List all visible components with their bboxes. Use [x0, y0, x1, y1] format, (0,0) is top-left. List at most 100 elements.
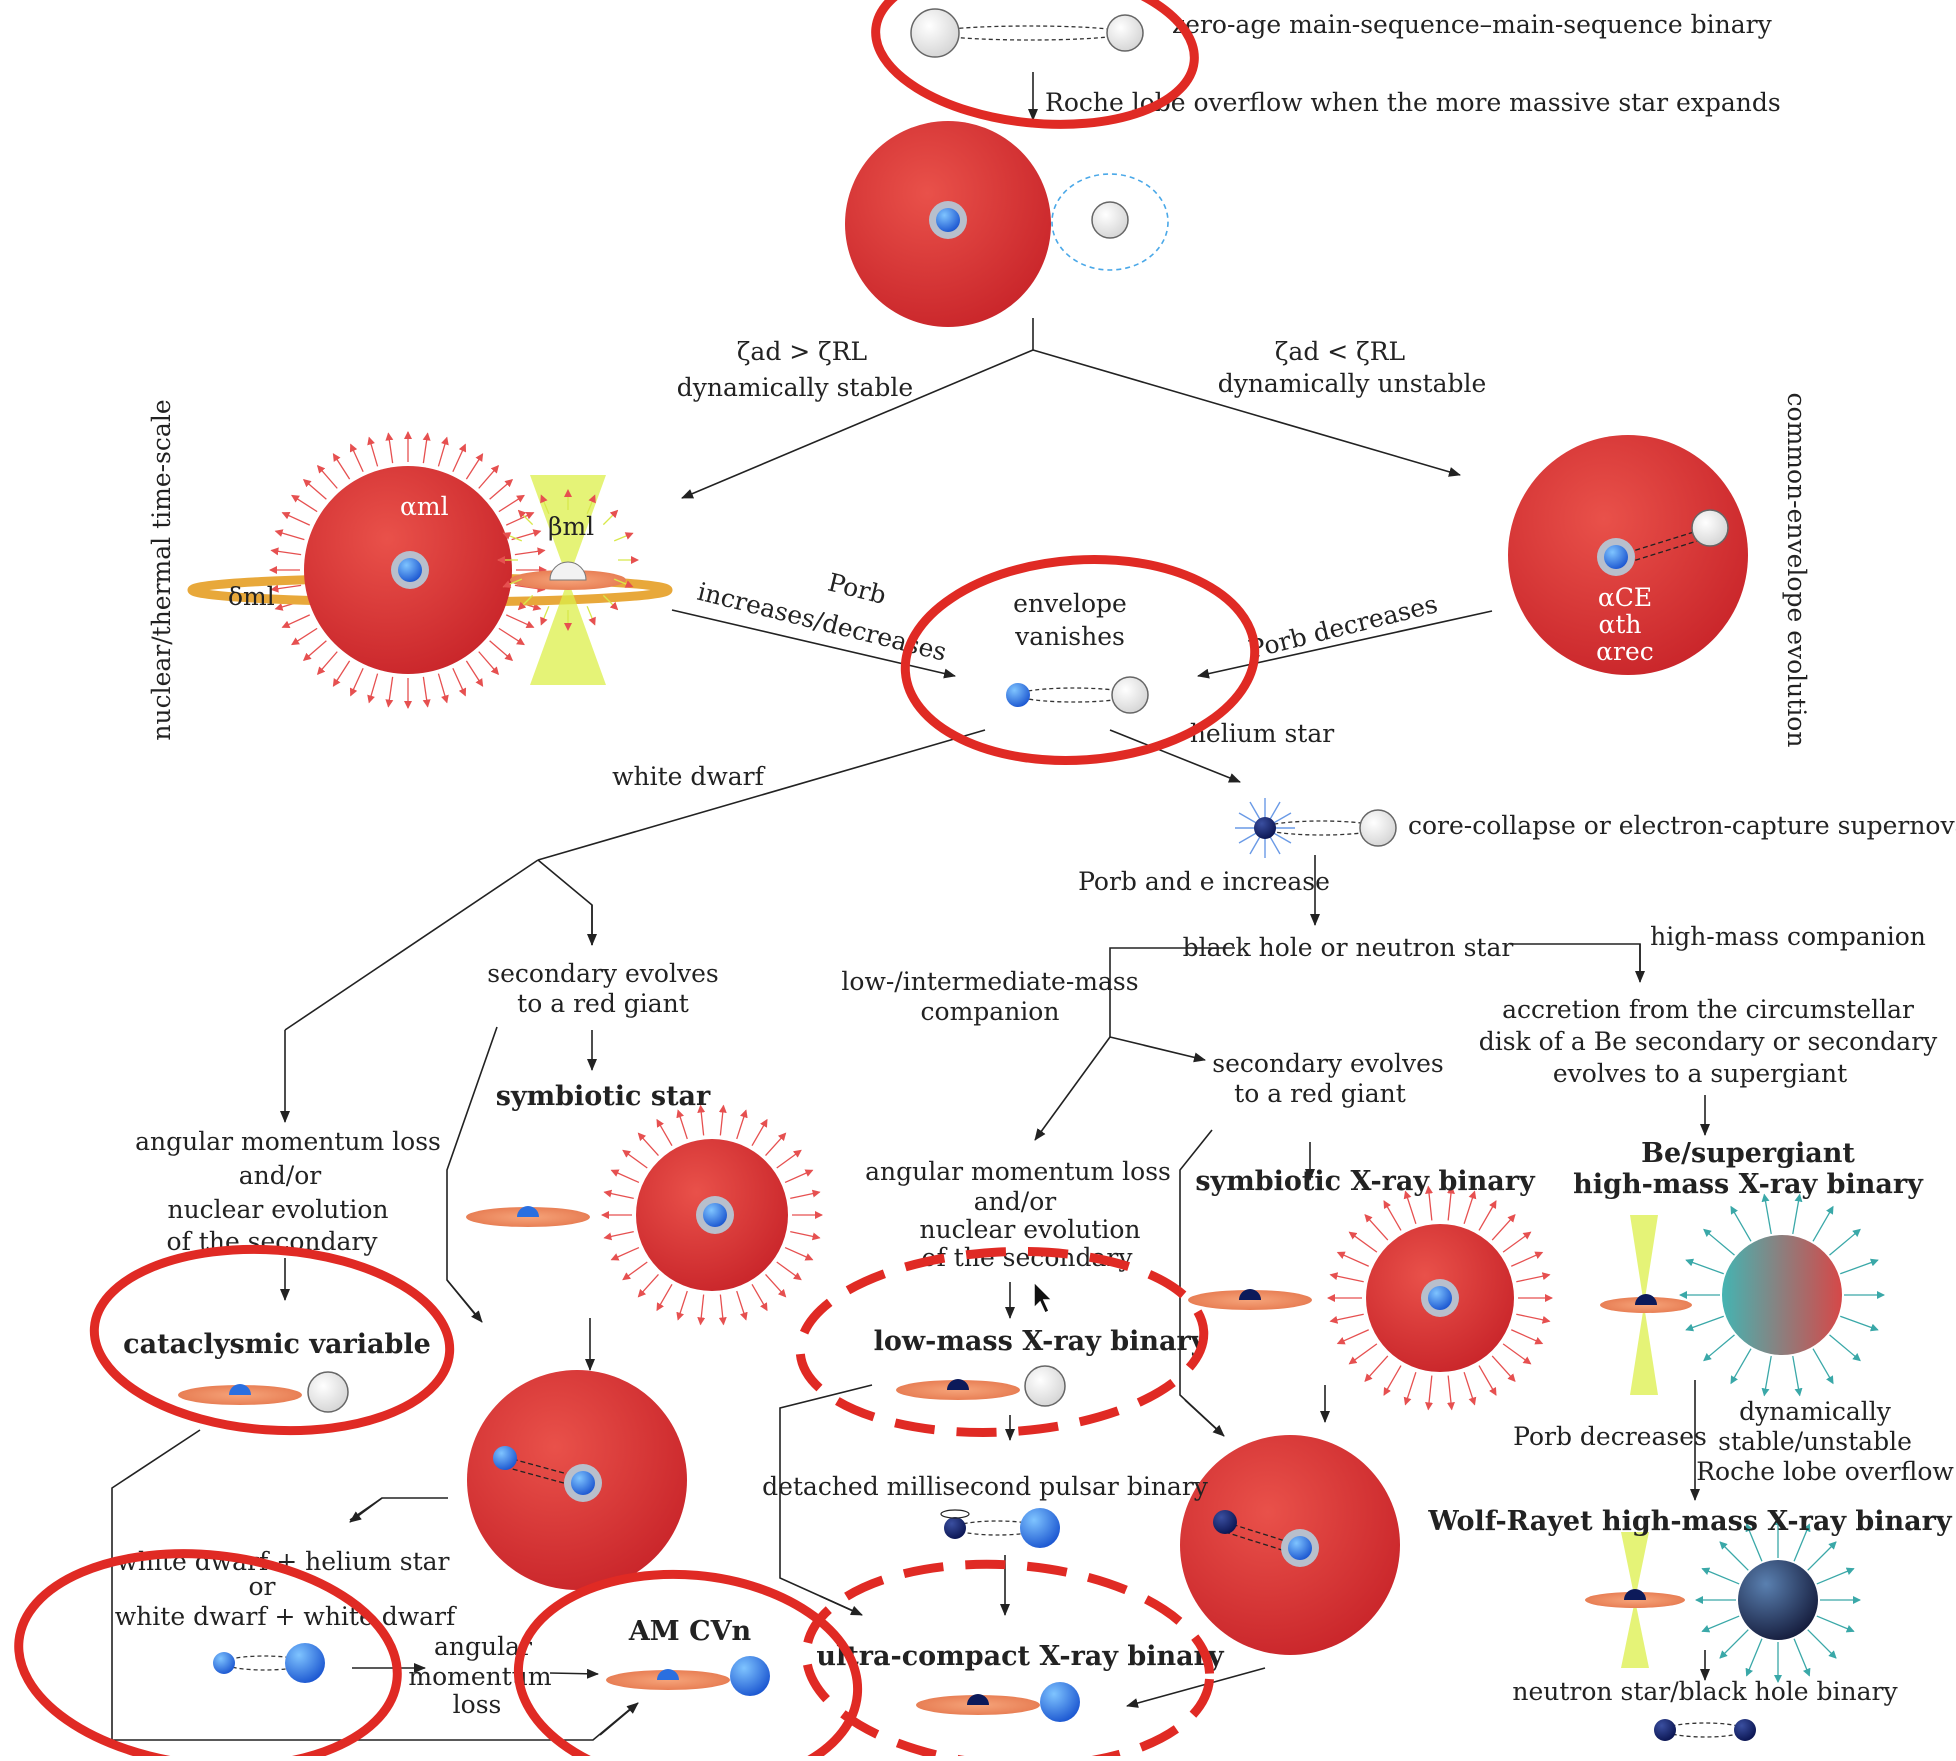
accretor-icon	[1624, 1589, 1646, 1600]
wind-arrow-icon	[622, 1261, 648, 1281]
wind-arrow-icon	[1685, 1315, 1724, 1332]
label-ns-bh-binary: neutron star/black hole binary	[1512, 1677, 1898, 1706]
jet-cone-icon	[1621, 1532, 1649, 1600]
white-dwarf-icon	[1020, 1508, 1060, 1548]
label-zams: zero-age main-sequence–main-sequence bin…	[1172, 10, 1773, 39]
orbit-path	[1224, 1531, 1299, 1556]
label-lmxb: low-mass X-ray binary	[874, 1326, 1208, 1357]
label-dynamically-stable: dynamically stable	[677, 373, 913, 402]
wind-arrow-icon	[1703, 1228, 1735, 1256]
label-companion: companion	[921, 997, 1060, 1026]
wind-arrow-icon	[784, 1169, 814, 1184]
wind-arrow-icon	[697, 1104, 706, 1136]
wind-arrow-icon	[367, 673, 379, 704]
wind-arrow-icon	[718, 1104, 727, 1136]
wind-arrow-icon	[1812, 1205, 1834, 1242]
wind-arrow-icon	[718, 1294, 727, 1326]
wind-arrow-icon	[452, 667, 467, 697]
wind-arrow-icon	[332, 660, 351, 687]
donor-companion-icon	[549, 561, 587, 581]
accretor-icon	[517, 1206, 539, 1217]
label-symbiotic-xrb: symbiotic X-ray binary	[1195, 1166, 1536, 1197]
wind-arrow-icon	[1730, 1348, 1752, 1385]
jet-arrow-icon	[502, 532, 523, 542]
label-be-supergiant: Be/supergiant	[1641, 1138, 1855, 1169]
wind-arrow-icon	[1793, 1638, 1811, 1677]
label-bh-ns: black hole or neutron star	[1183, 933, 1514, 962]
wind-arrow-icon	[1403, 1190, 1417, 1225]
main-sequence-star-icon	[1091, 201, 1129, 239]
label-am-cvn: AM CVn	[628, 1616, 752, 1647]
wind-arrow-icon	[1807, 1629, 1837, 1659]
wind-arrow-icon	[281, 614, 311, 629]
white-dwarf-icon	[213, 1652, 235, 1674]
white-dwarf-icon	[1040, 1682, 1080, 1722]
jet-arrow-icon	[613, 578, 634, 588]
wind-arrow-icon	[498, 494, 525, 513]
main-sequence-star-icon	[1359, 809, 1397, 847]
label-white-dwarf: white dwarf	[612, 762, 766, 791]
wind-arrow-icon	[1761, 1355, 1772, 1397]
wolf-rayet-star-icon	[1738, 1560, 1818, 1640]
wind-arrow-icon	[1425, 1185, 1434, 1221]
wind-arrow-icon	[465, 453, 484, 480]
wind-arrow-icon	[1793, 1523, 1811, 1562]
wind-arrow-icon	[736, 1290, 748, 1321]
label-nuclear-timescale: nuclear/thermal time-scale	[147, 399, 176, 740]
white-dwarf-icon	[1006, 683, 1030, 707]
label-aml-left-2: and/or	[239, 1161, 321, 1190]
wind-arrow-icon	[1478, 1365, 1497, 1396]
core-icon	[1288, 1536, 1312, 1560]
wind-arrow-icon	[1478, 1200, 1497, 1231]
wind-arrow-icon	[270, 584, 302, 593]
jet-cone-icon	[530, 580, 606, 685]
jet-arrow-icon	[502, 578, 523, 588]
wind-arrow-icon	[637, 1274, 659, 1298]
wind-arrow-icon	[1816, 1615, 1855, 1633]
wind-arrow-icon	[1329, 1272, 1364, 1283]
annotations	[14, 0, 1260, 1761]
wind-arrow-icon	[736, 1109, 748, 1140]
label-supernova: core-collapse or electron-capture supern…	[1408, 811, 1956, 840]
white-dwarf-icon	[493, 1446, 517, 1470]
wind-arrow-icon	[697, 1294, 706, 1326]
core-icon	[703, 1203, 727, 1227]
wind-arrow-icon	[452, 443, 467, 473]
wind-arrow-icon	[1510, 1329, 1544, 1345]
wind-arrow-icon	[676, 1109, 688, 1140]
label-unstable-condition: ζad < ζRL	[1275, 337, 1405, 366]
wind-arrow-icon	[1701, 1615, 1740, 1633]
annotation-dashed-ucxb	[801, 1559, 1215, 1761]
jet-cone-icon	[1630, 1305, 1658, 1395]
label-porb-decreases-right: Porb decreases	[1513, 1422, 1707, 1451]
wind-arrow-icon	[1792, 1193, 1803, 1235]
wind-arrow-icon	[498, 627, 525, 646]
annotation-circle-cv	[89, 1244, 455, 1436]
wind-arrow-icon	[676, 1290, 688, 1321]
orbit-path	[1664, 1722, 1746, 1738]
jet-arrow-icon	[613, 532, 634, 542]
wind-arrow-icon	[302, 478, 327, 500]
label-ucxb: ultra-compact X-ray binary	[816, 1641, 1224, 1672]
wind-arrow-icon	[751, 1118, 768, 1147]
core-icon	[1604, 545, 1628, 569]
jet-arrow-icon	[517, 594, 534, 611]
wind-arrow-icon	[1510, 1251, 1544, 1267]
wind-arrow-icon	[1840, 1315, 1879, 1332]
jet-arrow-icon	[602, 509, 619, 526]
wind-arrow-icon	[505, 614, 535, 629]
wind-arrow-icon	[1807, 1541, 1837, 1571]
wind-arrow-icon	[316, 651, 338, 676]
label-to-red-giant-b: to a red giant	[1234, 1079, 1406, 1108]
wind-arrow-icon	[1745, 1523, 1763, 1562]
label-porb-decreases: Porb decreases	[1245, 589, 1440, 664]
main-sequence-star-icon	[1111, 676, 1149, 714]
core-icon	[1428, 1286, 1452, 1310]
wind-arrow-icon	[1812, 1348, 1834, 1385]
wind-arrow-icon	[437, 673, 449, 704]
wind-arrow-icon	[385, 676, 394, 708]
annotation-circle-envelope	[900, 554, 1260, 766]
label-aml-left-1: angular momentum loss	[135, 1127, 441, 1156]
wind-arrow-icon	[465, 660, 484, 687]
wind-arrow-icon	[1364, 1214, 1389, 1241]
